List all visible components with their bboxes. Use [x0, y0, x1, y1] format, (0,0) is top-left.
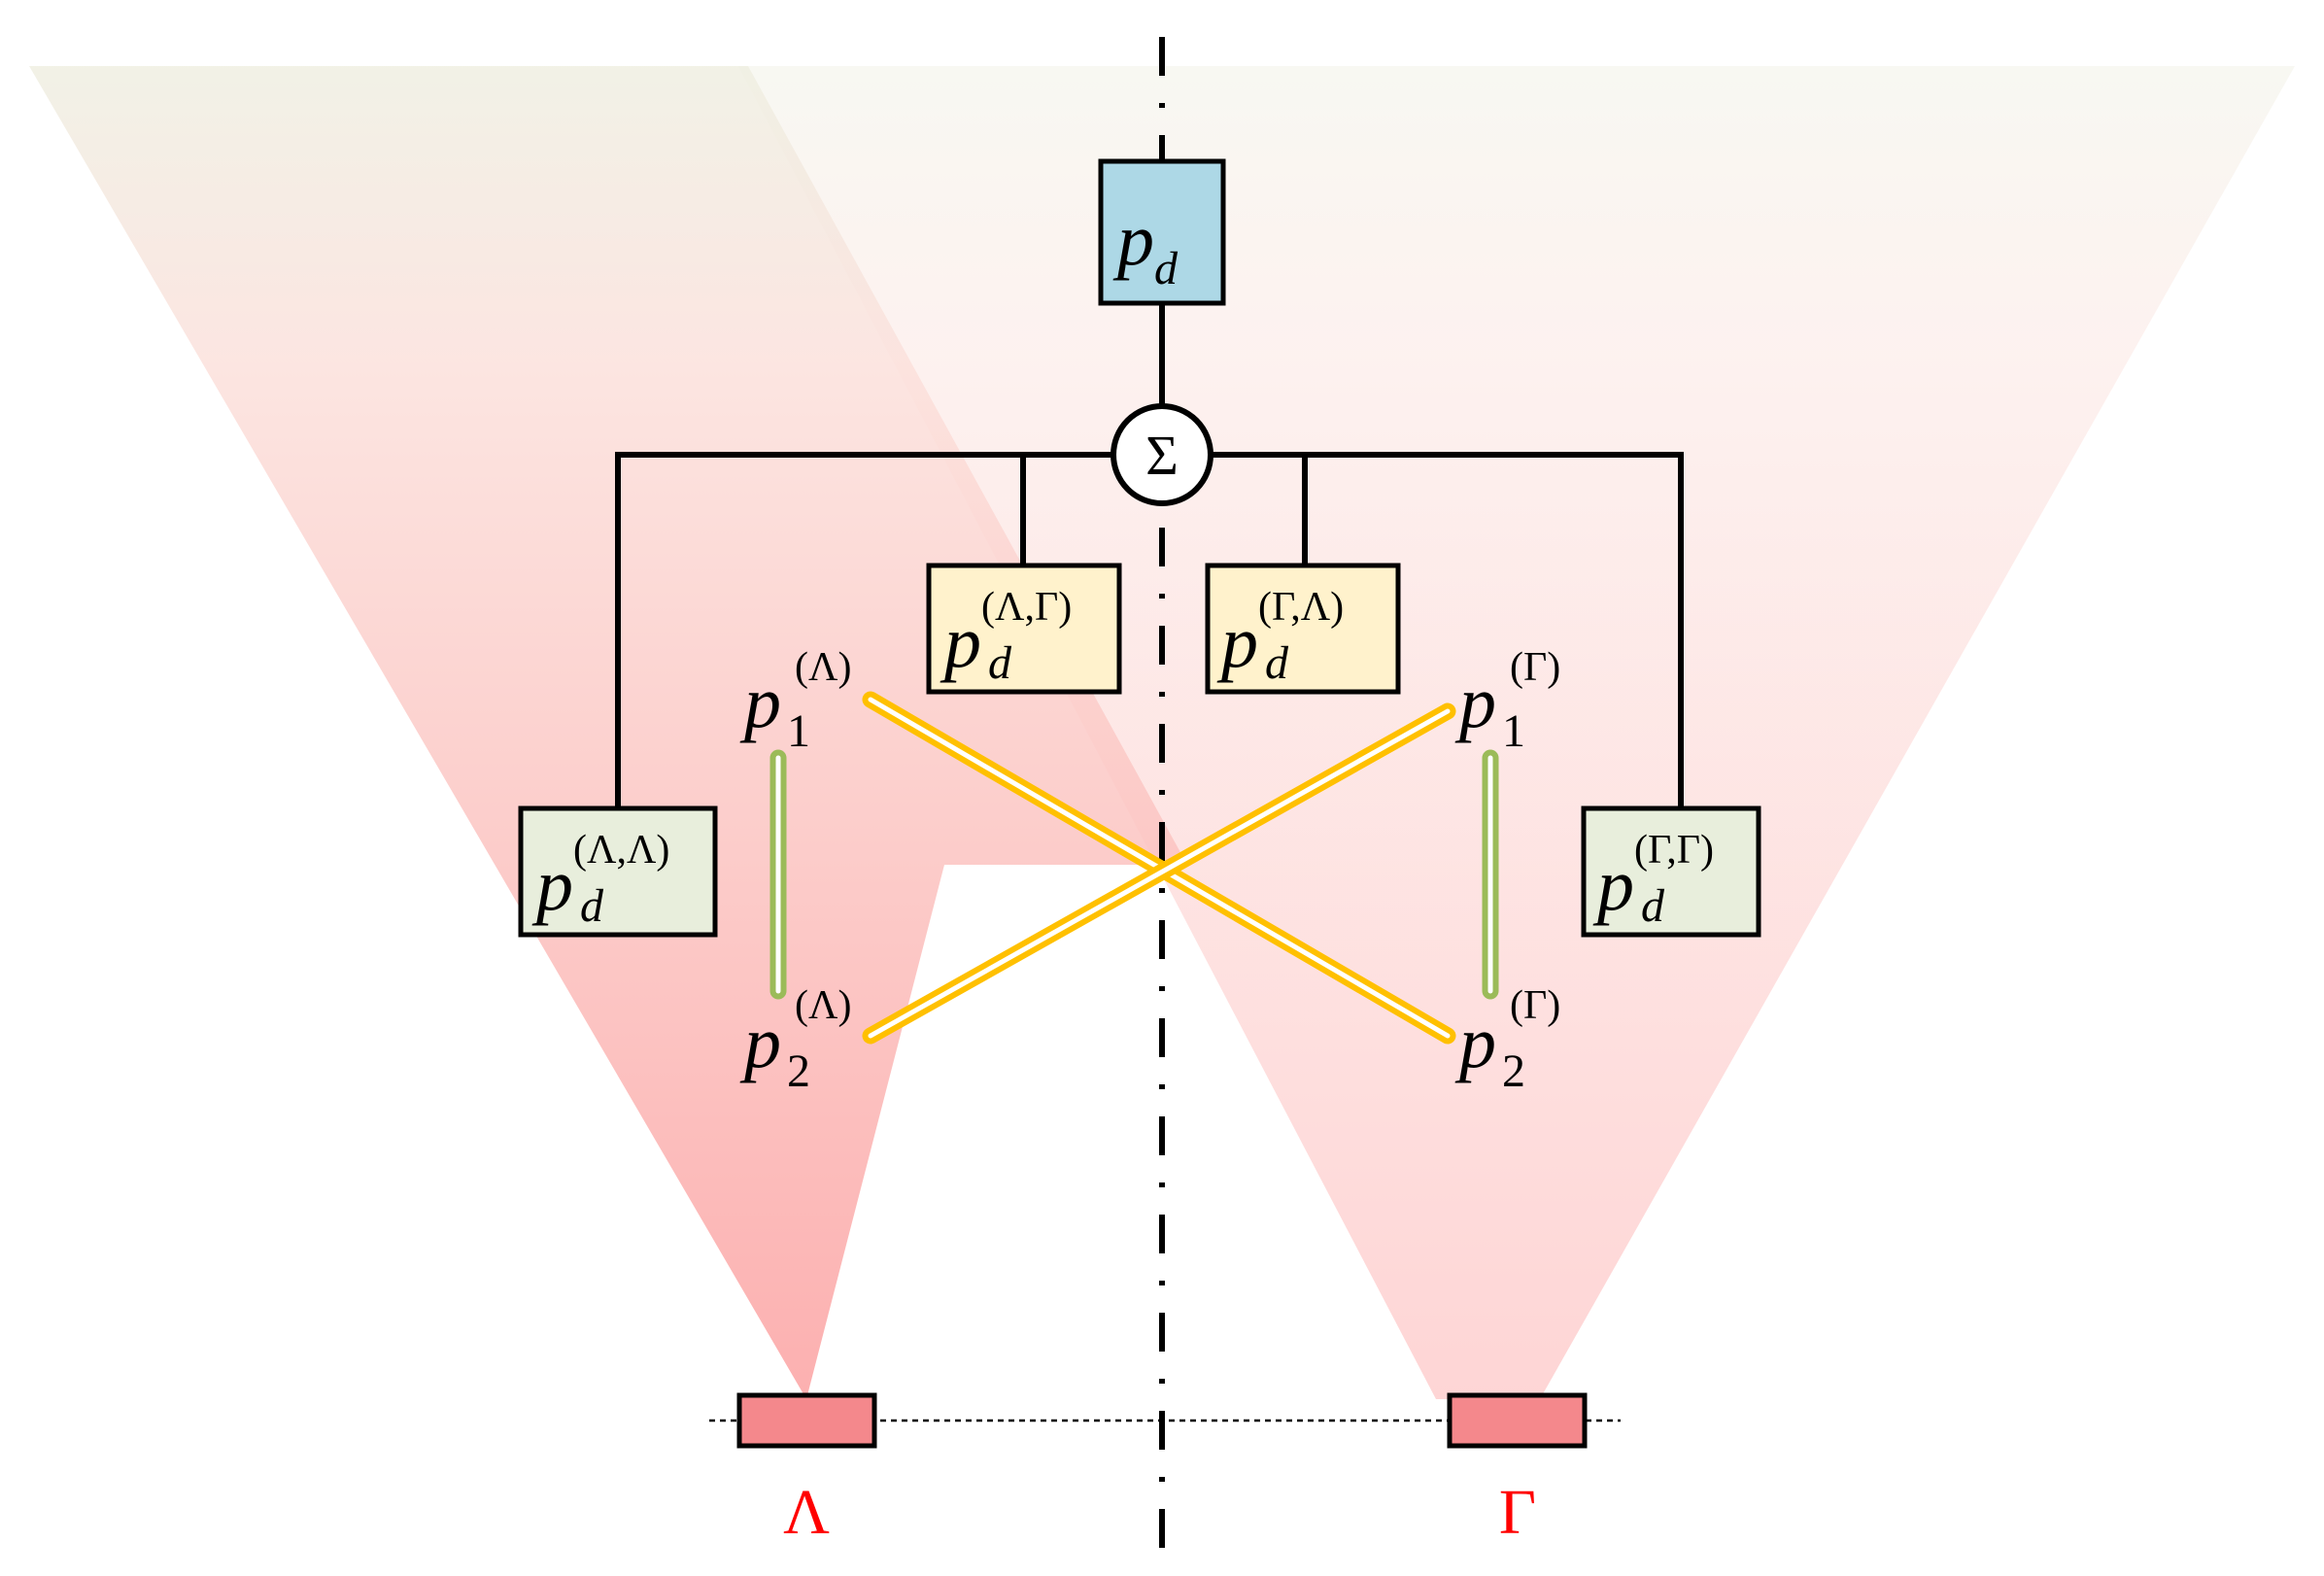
cross-link-g1-l2	[862, 702, 1456, 1045]
total-pd-box: pd	[1098, 158, 1226, 306]
svg-text:p: p	[940, 601, 981, 683]
component-box-gamma-gamma: p d (Γ,Γ)	[1581, 805, 1761, 938]
svg-text:d: d	[1641, 880, 1665, 932]
point-label-l2: p 2 (Λ)	[739, 983, 851, 1097]
point-label-l1: p 1 (Λ)	[739, 645, 851, 757]
svg-text:(Λ,Γ): (Λ,Γ)	[981, 585, 1072, 630]
beam-lambda	[29, 66, 1187, 1399]
svg-text:(Γ): (Γ)	[1510, 645, 1560, 690]
svg-text:(Λ): (Λ)	[795, 983, 851, 1028]
point-label-g2: p 2 (Γ)	[1454, 983, 1560, 1097]
svg-text:1: 1	[1502, 705, 1525, 757]
beam-gamma	[738, 66, 2295, 1399]
element-lambda-label: Λ	[783, 1477, 830, 1548]
svg-text:(Λ): (Λ)	[795, 645, 851, 690]
svg-text:(Λ,Λ): (Λ,Λ)	[573, 828, 669, 873]
element-gamma-label: Γ	[1499, 1477, 1536, 1548]
svg-text:p: p	[1454, 662, 1496, 743]
sum-symbol: Σ	[1145, 424, 1179, 487]
svg-text:2: 2	[787, 1045, 810, 1097]
component-box-lambda-gamma: p d (Λ,Γ)	[926, 563, 1122, 695]
svg-text:p: p	[531, 844, 573, 926]
svg-text:p: p	[1216, 601, 1258, 683]
svg-text:2: 2	[1502, 1045, 1525, 1097]
connector-tree	[615, 303, 1684, 808]
svg-text:p: p	[739, 662, 781, 743]
svg-text:d: d	[1265, 637, 1289, 689]
svg-text:d: d	[580, 880, 604, 932]
svg-text:1: 1	[787, 705, 810, 757]
total-pd-label: pd	[1112, 199, 1179, 294]
svg-text:d: d	[988, 637, 1012, 689]
svg-text:p: p	[739, 1002, 781, 1083]
svg-text:(Γ): (Γ)	[1510, 983, 1560, 1028]
svg-text:p: p	[1454, 1002, 1496, 1083]
summation-node: Σ	[1111, 403, 1213, 506]
element-lambda	[736, 1392, 877, 1449]
element-gamma	[1447, 1392, 1588, 1449]
component-box-lambda-lambda: p d (Λ,Λ)	[518, 805, 718, 938]
point-label-g1: p 1 (Γ)	[1454, 645, 1560, 757]
svg-text:p: p	[1592, 844, 1634, 926]
component-box-gamma-lambda: p d (Γ,Λ)	[1205, 563, 1401, 695]
svg-text:(Γ,Λ): (Γ,Λ)	[1258, 585, 1344, 630]
svg-text:(Γ,Γ): (Γ,Γ)	[1634, 828, 1714, 873]
